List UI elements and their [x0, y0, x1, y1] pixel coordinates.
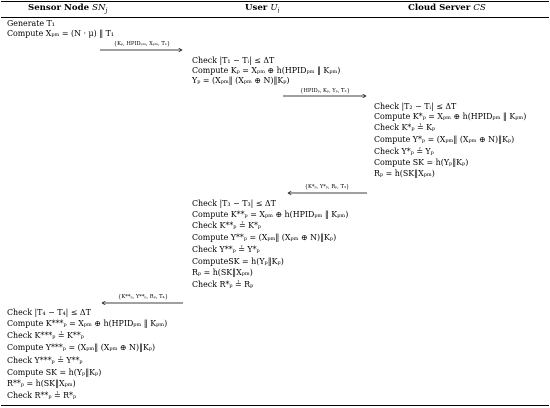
message-2-label: {HPIDₚ, Kₚ, Yₚ, T₂} [300, 88, 350, 94]
message-4-label: {K**ₚ, Y**ₚ, Rₚ, T₄} [118, 294, 168, 300]
user-step-2: Compute Kₚ = Xₚₘ ⊕ h(HPIDₚₘ ‖ Kₚₘ) [192, 66, 341, 75]
sensor-step-3: Check |T₄ − T₄| ≤ ΔT [7, 308, 91, 317]
cloud-step-1: Check |T₂ − Tᵢ| ≤ ΔT [374, 102, 457, 111]
sensor-step-4: Compute K***ₚ = Xₚₘ ⊕ h(HPIDₚₘ ‖ Kₚₘ) [7, 319, 168, 328]
user-step-6: Check K**ₚ ≟ K*ₚ [192, 221, 262, 230]
user-step-11: Check R*ₚ ≟ Rₚ [192, 280, 254, 289]
sensor-step-5: Check K***ₚ ≟ K**ₚ [7, 331, 84, 340]
sensor-step-9: R**ₚ = h(SK‖Xₚₘ) [7, 379, 76, 388]
message-3-label: {K*ₚ, Y*ₚ, Rₚ, T₃} [304, 184, 350, 190]
sensor-step-2: Compute Xₚₘ = (N · μ) ‖ T₁ [7, 29, 115, 38]
sensor-step-8: Compute SK = h(Yₚ‖Kₚ) [7, 368, 102, 377]
sensor-step-10: Check R**ₚ ≟ R*ₚ [7, 391, 77, 400]
header-user-symbol: U [270, 3, 278, 13]
header-sensor-sub: j [105, 7, 108, 15]
header-cloud-symbol: CS [473, 3, 486, 13]
cloud-step-7: Rₚ = h(SK‖Xₚₘ) [374, 169, 435, 178]
header-user: User Ui [245, 3, 280, 15]
cloud-step-4: Compute Y*ₚ = (Xₚₘ‖ (Xₚₘ ⊕ N)‖Kₚ) [374, 135, 515, 144]
header-cloud-server: Cloud Server CS [408, 3, 486, 13]
header-sensor-node: Sensor Node SNj [28, 3, 107, 15]
sensor-step-7: Check Y***ₚ ≟ Y**ₚ [7, 356, 83, 365]
cloud-step-5: Check Y*ₚ ≟ Yₚ [374, 147, 434, 156]
header-sensor-symbol: SN [92, 3, 106, 13]
user-step-1: Check |T₁ − Tᵢ| ≤ ΔT [192, 56, 275, 65]
cloud-step-2: Compute K*ₚ = Xₚₘ ⊕ h(HPIDₚₘ ‖ Kₚₘ) [374, 112, 527, 121]
sensor-step-1: Generate T₁ [7, 19, 55, 28]
cloud-step-6: Compute SK = h(Yₚ‖Kₚ) [374, 158, 469, 167]
header-user-label: User [245, 3, 268, 13]
header-sensor-label: Sensor Node [28, 3, 90, 13]
user-step-5: Compute K**ₚ = Xₚₘ ⊕ h(HPIDₚₘ ‖ Kₚₘ) [192, 210, 349, 219]
header-cloud-label: Cloud Server [408, 3, 471, 13]
cloud-step-3: Check K*ₚ ≟ Kₚ [374, 123, 436, 132]
user-step-9: ComputeSK = h(Yₚ‖Kₚ) [192, 257, 284, 266]
sensor-step-6: Compute Y***ₚ = (Xₚₘ‖ (Xₚₘ ⊕ N)‖Kₚ) [7, 343, 156, 352]
table-header-rule [1, 17, 549, 18]
user-step-3: Yₚ = (Xₚₘ‖ (Xₚₘ ⊕ N)‖Kₚ) [192, 76, 290, 85]
header-user-sub: i [277, 7, 280, 15]
table-top-rule [1, 1, 549, 2]
user-step-7: Compute Y**ₚ = (Xₚₘ‖ (Xₚₘ ⊕ N)‖Kₚ) [192, 233, 337, 242]
user-step-8: Check Y**ₚ ≟ Y*ₚ [192, 245, 260, 254]
user-step-10: Rₚ = h(SK‖Xₚₘ) [192, 268, 253, 277]
message-1-label: {Kₚ, HPIDₚₘ, Xₚₘ, T₁} [113, 41, 171, 47]
table-bottom-rule [1, 405, 549, 406]
user-step-4: Check |T₃ − T₃| ≤ ΔT [192, 199, 276, 208]
